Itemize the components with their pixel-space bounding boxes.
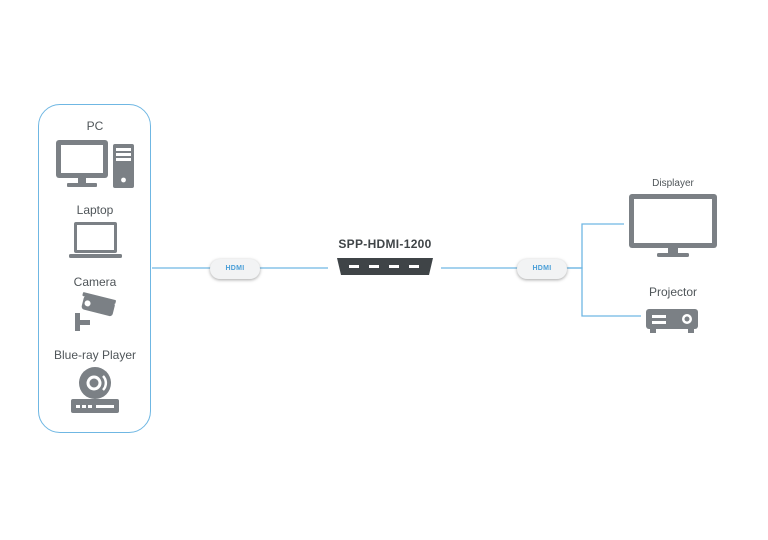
laptop-icon — [69, 222, 122, 258]
hdmi-splitter-icon — [337, 258, 433, 275]
output-hdmi-tag: HDMI — [517, 259, 567, 279]
projector-label: Projector — [648, 285, 698, 299]
branch-to-projector — [568, 267, 641, 317]
bluray-label: Blue-ray Player — [53, 348, 137, 362]
projector-icon — [646, 309, 698, 333]
pc-label: PC — [86, 119, 104, 133]
display-label: Displayer — [652, 178, 694, 189]
bluray-player-icon — [71, 367, 119, 413]
camera-label: Camera — [73, 275, 117, 289]
camera-icon — [75, 292, 116, 331]
splitter-model-label: SPP-HDMI-1200 — [338, 237, 432, 251]
laptop-label: Laptop — [76, 203, 114, 217]
display-monitor-icon — [629, 194, 717, 257]
pc-icon — [56, 140, 134, 188]
input-hdmi-tag: HDMI — [210, 259, 260, 279]
branch-to-display — [568, 223, 624, 269]
source-devices-panel — [38, 104, 151, 433]
